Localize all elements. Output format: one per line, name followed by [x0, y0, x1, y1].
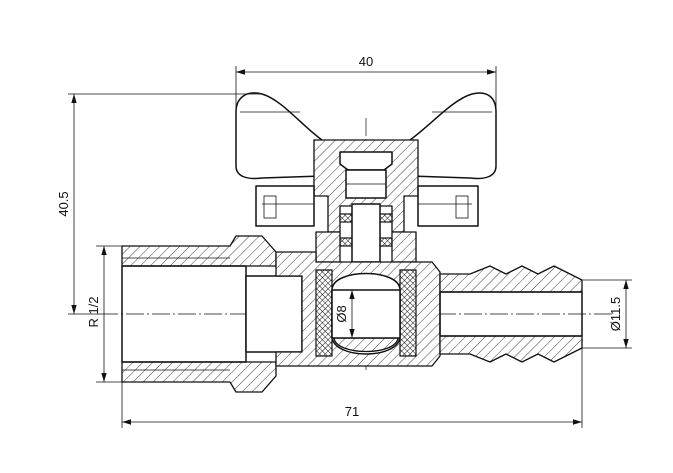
dimension-label-71: 71 [345, 404, 359, 419]
ball-seat-right [399, 269, 417, 357]
dimension-label-ball-bore: Ø8 [334, 305, 349, 322]
hose-bore [439, 291, 583, 337]
flange-slot [263, 195, 277, 219]
dimension-label-thread: R 1/2 [86, 296, 101, 327]
stem [351, 203, 381, 263]
ball-lower-section [333, 337, 399, 353]
handle-flange [417, 185, 479, 227]
threaded-inlet-section [121, 361, 277, 393]
dimension-label-hose: Ø11.5 [608, 297, 623, 331]
dimension-label-40: 40 [359, 54, 373, 69]
threaded-inlet-section [121, 235, 277, 267]
bonnet-section [391, 231, 417, 263]
inner-sleeve [245, 275, 303, 353]
ball-bore [331, 289, 401, 339]
hose-barb-section [439, 335, 583, 363]
flange-slot [455, 195, 469, 219]
bonnet-section [315, 231, 341, 263]
hose-barb-section [439, 265, 583, 293]
handle-flange [255, 185, 315, 227]
handle-left-wing [235, 92, 323, 180]
handle-nut [339, 151, 393, 171]
butterfly-handle [235, 92, 497, 180]
handle-right-wing [409, 92, 497, 180]
ball-seat-left [315, 269, 333, 357]
dimension-label-40-5: 40.5 [56, 191, 71, 216]
